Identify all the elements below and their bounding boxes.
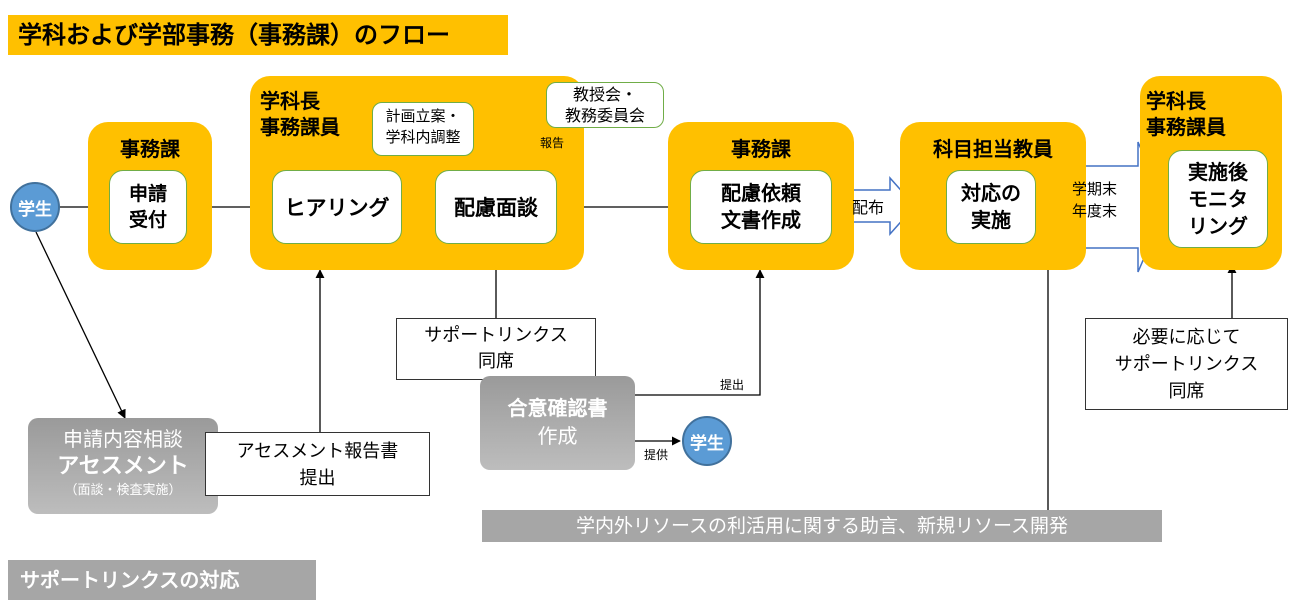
submit-label: 提出: [720, 378, 745, 392]
teacher-header: 科目担当教員: [933, 137, 1053, 161]
distribute-label: 配布: [852, 198, 885, 217]
note-line: サポートリンクス: [1114, 354, 1259, 375]
student-node-2: 学生: [682, 416, 732, 466]
note-line: アセスメント報告書: [236, 441, 399, 462]
card-line: 実施後: [1188, 159, 1248, 184]
term-label: 学期末 年度末: [1072, 178, 1117, 222]
header-line: 事務課員: [260, 115, 340, 139]
card-line: リング: [1188, 213, 1248, 238]
card-line: 配慮依頼: [721, 181, 801, 205]
note-line: 計画立案・: [385, 107, 461, 125]
note-line: 同席: [1168, 381, 1205, 402]
planning-note: 計画立案・ 学科内調整: [372, 102, 474, 156]
note-line: 必要に応じて: [1132, 327, 1241, 348]
header-line: 学科長: [260, 89, 320, 113]
provide-label: 提供: [644, 448, 669, 462]
header-line: 事務課員: [1146, 115, 1226, 139]
note-line: 同席: [478, 351, 514, 372]
consult-line: 申請内容相談: [63, 427, 183, 451]
consult-line: アセスメント: [57, 454, 189, 479]
card-line: 受付: [128, 209, 167, 231]
consent-box: 合意確認書 作成: [480, 376, 635, 470]
report-label: 報告: [540, 136, 565, 150]
document-card: 配慮依頼 文書作成: [690, 170, 832, 244]
assessment-report-note: アセスメント報告書 提出: [205, 432, 430, 496]
monitor-support-note: 必要に応じて サポートリンクス 同席: [1085, 318, 1288, 410]
implementation-card: 対応の 実施: [946, 170, 1036, 244]
term-line: 年度末: [1072, 202, 1118, 220]
interview-card: 配慮面談: [435, 170, 557, 244]
resource-advice-bar: 学内外リソースの利活用に関する助言、新規リソース開発: [482, 510, 1162, 542]
application-card: 申請 受付: [109, 170, 187, 244]
card-line: モニタ: [1188, 186, 1248, 211]
dept-head-header: 学科長 事務課員: [260, 88, 340, 140]
arrow-student-to-consult: [35, 231, 126, 419]
consult-box: 申請内容相談 アセスメント （面談・検査実施）: [28, 418, 218, 514]
office2-header: 事務課: [731, 137, 791, 161]
arrow-submit: [635, 269, 765, 396]
monitor-header: 学科長 事務課員: [1146, 88, 1226, 140]
monitoring-card: 実施後 モニタ リング: [1168, 150, 1268, 248]
faculty-meeting-note: 教授会・ 教務委員会: [546, 82, 664, 128]
hearing-card: ヒアリング: [272, 170, 402, 244]
support-attend-note: サポートリンクス 同席: [396, 318, 596, 380]
card-line: 申請: [128, 183, 167, 205]
note-line: 学科内調整: [385, 128, 461, 146]
student-node: 学生: [10, 182, 60, 232]
consult-line: （面談・検査実施）: [64, 483, 182, 498]
card-line: 文書作成: [721, 208, 801, 232]
note-line: サポートリンクス: [424, 325, 568, 346]
term-line: 学期末: [1072, 180, 1118, 198]
card-line: 対応の: [961, 181, 1021, 205]
note-line: 提出: [299, 468, 336, 489]
office-header: 事務課: [120, 137, 180, 161]
page-title: 学科および学部事務（事務課）のフロー: [8, 15, 508, 55]
support-links-footer: サポートリンクスの対応: [8, 560, 316, 600]
consent-line: 作成: [537, 424, 578, 448]
consent-line: 合意確認書: [507, 396, 608, 420]
header-line: 学科長: [1146, 89, 1206, 113]
card-line: 実施: [971, 208, 1011, 232]
note-line: 教務委員会: [564, 106, 645, 125]
note-line: 教授会・: [572, 85, 637, 104]
